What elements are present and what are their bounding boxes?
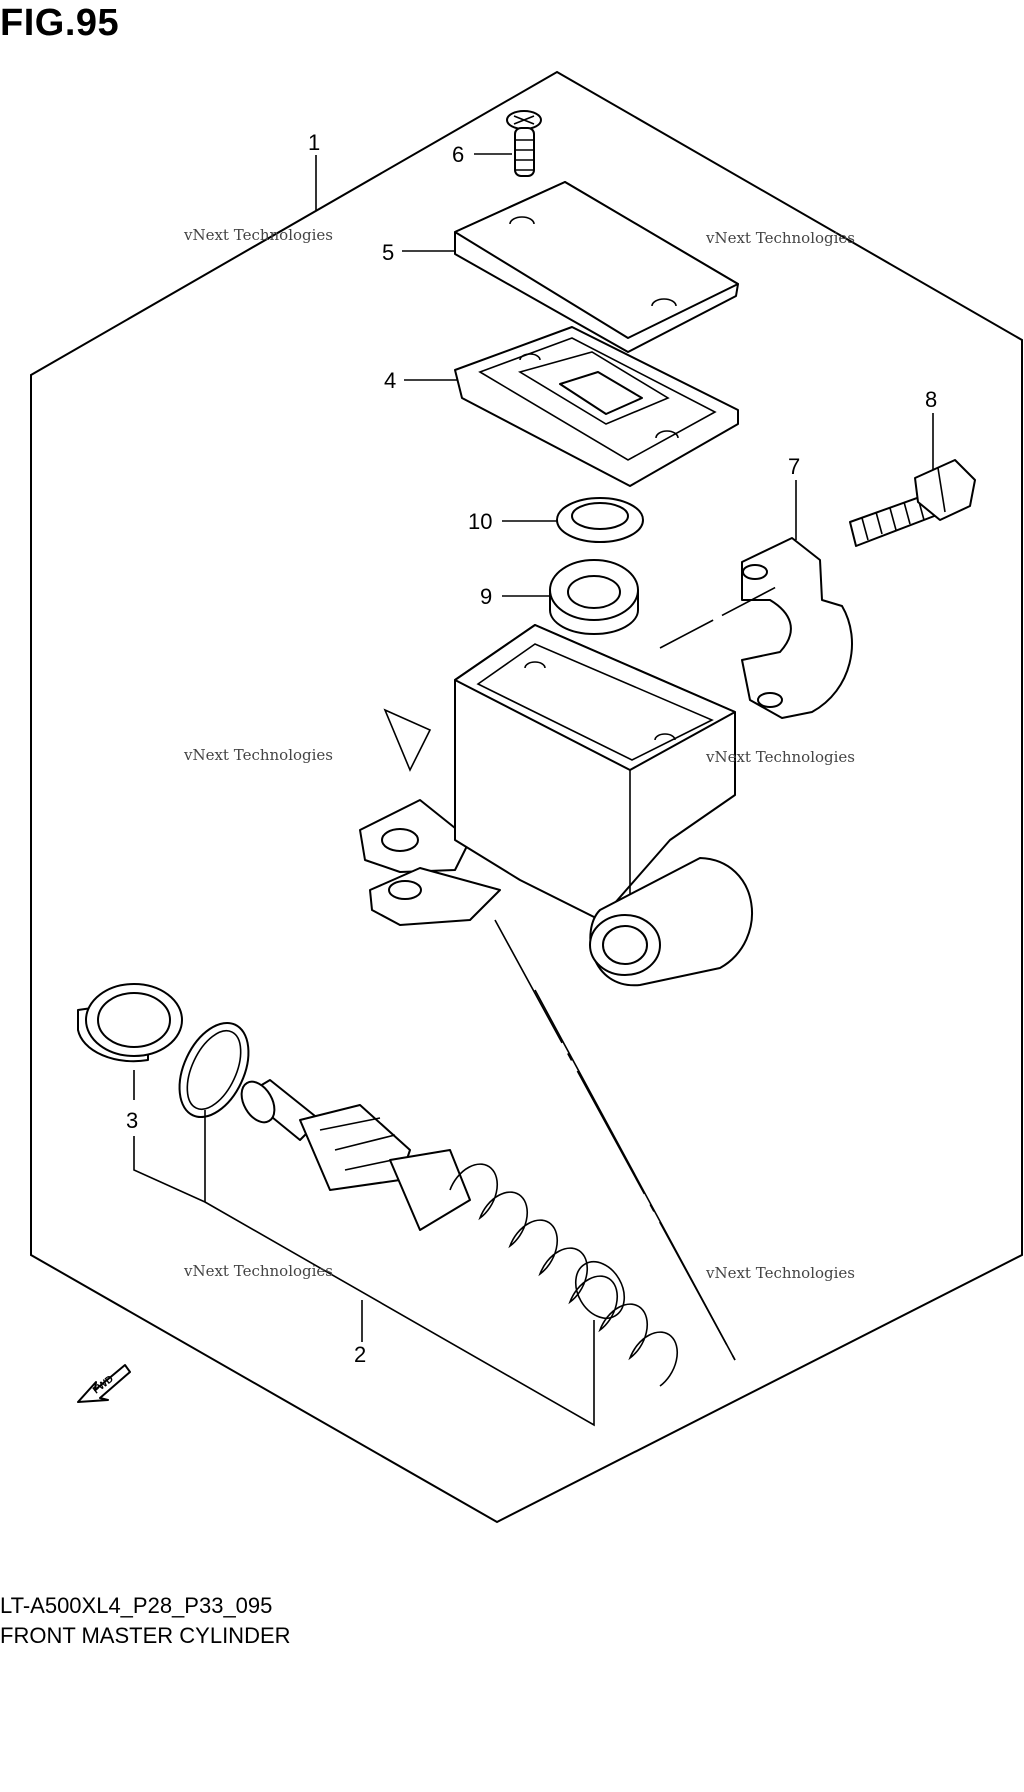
callout-6: 6 — [452, 142, 464, 167]
part-2-piston — [240, 1079, 679, 1387]
watermark-6: vNext Technologies — [705, 1264, 855, 1282]
assembly-lines — [494, 584, 781, 1361]
watermark-4: vNext Technologies — [705, 748, 855, 766]
callout-10: 10 — [468, 509, 492, 534]
callout-4: 4 — [384, 368, 396, 393]
diagram-name: FRONT MASTER CYLINDER — [0, 1623, 291, 1648]
watermarks: vNext Technologies vNext Technologies vN… — [183, 226, 855, 1282]
callout-1: 1 — [308, 130, 320, 155]
leader-lines — [133, 153, 934, 1427]
fwd-arrow-icon: FWD — [77, 1364, 131, 1403]
part-4-diaphragm — [454, 326, 739, 487]
part-5-cover — [454, 181, 739, 353]
part-6-screw — [506, 110, 542, 177]
part-3-boot — [77, 983, 183, 1063]
watermark-2: vNext Technologies — [705, 229, 855, 247]
master-cylinder-body — [359, 624, 753, 987]
watermark-5: vNext Technologies — [183, 1262, 333, 1280]
part-3-circlip — [178, 1021, 250, 1119]
watermark-3: vNext Technologies — [183, 746, 333, 764]
part-8-bolt — [849, 459, 976, 547]
callout-2: 2 — [354, 1342, 366, 1367]
watermark-1: vNext Technologies — [183, 226, 333, 244]
callout-8: 8 — [925, 387, 937, 412]
callout-3: 3 — [126, 1108, 138, 1133]
figure-title: FIG.95 — [0, 2, 120, 44]
part-9-boot — [549, 559, 639, 635]
diagram-code: LT-A500XL4_P28_P33_095 — [0, 1593, 273, 1618]
callout-5: 5 — [382, 240, 394, 265]
part-7-clamp — [741, 537, 853, 719]
callout-9: 9 — [480, 584, 492, 609]
assembly-boundary — [30, 70, 1023, 1524]
part-10-o-ring — [556, 497, 644, 543]
callout-7: 7 — [788, 454, 800, 479]
